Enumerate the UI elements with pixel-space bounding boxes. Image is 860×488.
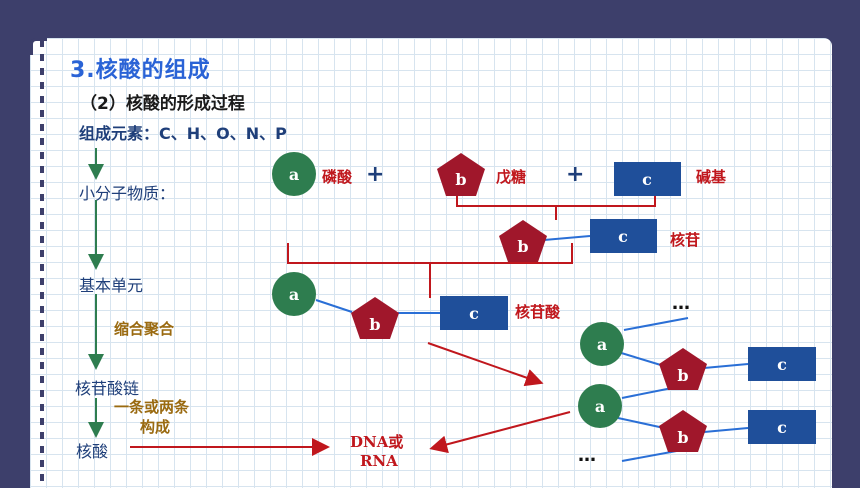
step-basic-unit: 基本单元 bbox=[79, 276, 144, 295]
pentose-pentagon-5: b bbox=[659, 410, 707, 452]
bond-phosphate-sugar bbox=[315, 299, 353, 313]
nucleotide-label: 核苷酸 bbox=[515, 303, 561, 321]
bracket-phosphate-nucleoside bbox=[287, 243, 573, 298]
shape-letter-b: b bbox=[369, 315, 380, 334]
dna-or-rna-label-line1: DNA或 bbox=[350, 433, 404, 451]
ellipsis-bottom: … bbox=[578, 445, 596, 466]
bracket-sugar-base bbox=[456, 194, 656, 220]
shape-letter-c: c bbox=[642, 170, 652, 189]
pentose-label: 戊糖 bbox=[496, 168, 527, 186]
shape-letter-a: a bbox=[595, 397, 605, 416]
shape-letter-c: c bbox=[618, 227, 628, 246]
step-form-label: 构成 bbox=[140, 418, 171, 436]
section-title: 3.核酸的组成 bbox=[70, 58, 211, 83]
bond-chain-2a bbox=[617, 417, 665, 429]
pentose-pentagon-3: b bbox=[351, 297, 399, 339]
base-rect-5: c bbox=[748, 410, 816, 444]
base-rect-1: c bbox=[614, 162, 681, 196]
base-rect-4: c bbox=[748, 347, 816, 381]
base-rect-3: c bbox=[440, 296, 508, 330]
shape-letter-b: b bbox=[517, 237, 528, 256]
bond-chain-1b bbox=[703, 363, 749, 369]
shape-letter-b: b bbox=[455, 170, 466, 189]
phosphate-circle-3: a bbox=[580, 322, 624, 366]
base-rect-2: c bbox=[590, 219, 657, 253]
step-nucleic-acid: 核酸 bbox=[76, 442, 109, 461]
step-nucleotide-chain: 核苷酸链 bbox=[75, 379, 140, 398]
step-small-molecules: 小分子物质： bbox=[79, 184, 176, 203]
shape-letter-c: c bbox=[777, 355, 787, 374]
plus-sign-1: + bbox=[366, 162, 385, 187]
shape-letter-c: c bbox=[469, 304, 479, 323]
bond-chain-2b bbox=[703, 427, 749, 433]
section-subtitle: （2）核酸的形成过程 bbox=[80, 94, 245, 114]
pentose-pentagon-4: b bbox=[659, 348, 707, 390]
phosphate-circle-2: a bbox=[272, 272, 316, 316]
shape-letter-c: c bbox=[777, 418, 787, 437]
nucleoside-label: 核苷 bbox=[670, 231, 701, 249]
pentose-pentagon-2: b bbox=[499, 220, 547, 262]
ellipsis-top: … bbox=[672, 293, 690, 314]
phosphate-circle-1: a bbox=[272, 152, 316, 196]
bond-nucleoside bbox=[543, 235, 591, 241]
shape-letter-a: a bbox=[289, 165, 299, 184]
binding-dashes bbox=[40, 40, 44, 484]
paper-corner-decoration bbox=[30, 38, 47, 55]
arrow-chain-to-dna-rna bbox=[429, 411, 571, 454]
bond-chain-top bbox=[623, 317, 689, 331]
phosphate-circle-4: a bbox=[578, 384, 622, 428]
shape-letter-a: a bbox=[289, 285, 299, 304]
base-label: 碱基 bbox=[696, 168, 727, 186]
step-one-or-two-label: 一条或两条 bbox=[114, 398, 190, 416]
shape-letter-b: b bbox=[677, 428, 688, 447]
phosphate-label: 磷酸 bbox=[322, 168, 353, 186]
step-condensation-label: 缩合聚合 bbox=[114, 320, 175, 338]
pentose-pentagon-1: b bbox=[437, 153, 485, 196]
arrow-nucleotide-to-chain bbox=[427, 342, 544, 387]
shape-letter-a: a bbox=[597, 335, 607, 354]
shape-letter-b: b bbox=[677, 366, 688, 385]
bond-chain-1a bbox=[617, 351, 665, 367]
dna-or-rna-label-line2: RNA bbox=[360, 452, 398, 470]
composing-elements-line: 组成元素：C、H、O、N、P bbox=[79, 124, 287, 143]
plus-sign-2: + bbox=[566, 162, 585, 187]
